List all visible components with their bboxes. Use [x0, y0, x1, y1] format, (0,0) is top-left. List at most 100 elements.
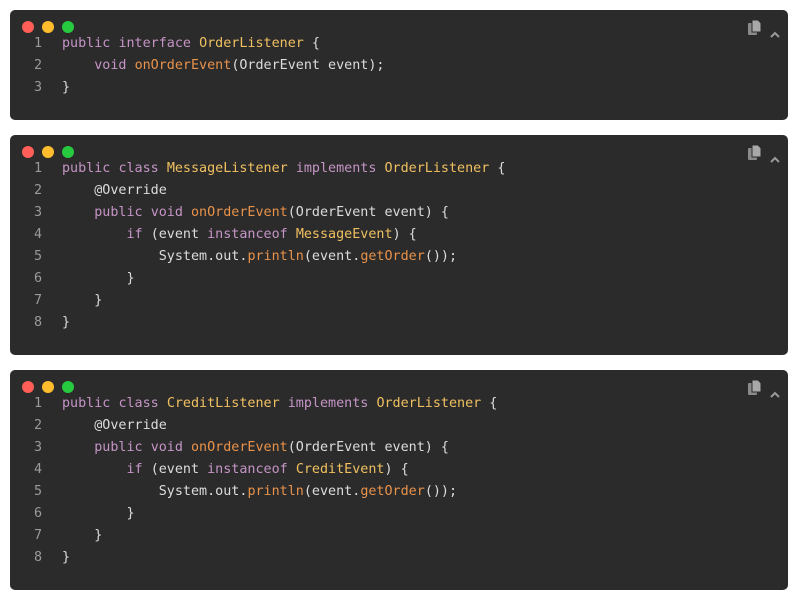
line-number: 1 [33, 396, 42, 411]
line-number: 5 [33, 249, 42, 264]
code-block-order-listener: 1 public interface OrderListener {2 void … [10, 10, 788, 120]
yellow-dot-icon [42, 21, 54, 33]
code-token: } [62, 80, 71, 95]
code-token: println [247, 484, 304, 499]
code-line: 4 if (event instanceof CreditEvent) { [10, 459, 788, 481]
green-dot-icon [62, 381, 74, 393]
code-token: ) { [384, 462, 409, 477]
code-token: getOrder [360, 484, 425, 499]
code-text: public interface OrderListener { [62, 33, 320, 55]
code-text: void onOrderEvent(OrderEvent event); [62, 55, 385, 77]
chevron-up-icon[interactable] [770, 24, 780, 38]
code-line: 2 @Override [10, 180, 788, 202]
code-token: ()); [424, 484, 458, 499]
code-line: 5 System.out.println(event.getOrder()); [10, 481, 788, 503]
line-number: 1 [33, 161, 42, 176]
code-token: instanceof [207, 462, 296, 477]
code-token: } [62, 293, 103, 308]
red-dot-icon [22, 21, 34, 33]
yellow-dot-icon [42, 381, 54, 393]
line-number: 5 [33, 484, 42, 499]
code-token: (OrderEvent event); [231, 58, 385, 73]
code-lines: 1 public interface OrderListener {2 void … [10, 33, 788, 99]
code-token: onOrderEvent [134, 58, 232, 73]
code-token: ()); [424, 249, 458, 264]
code-token: (event. [303, 249, 361, 264]
code-toolbar [748, 379, 780, 398]
code-token: instanceof [207, 227, 296, 242]
code-text: } [62, 503, 134, 525]
code-line: 8} [10, 547, 788, 569]
code-token [62, 227, 127, 242]
code-text: public class MessageListener implements … [62, 158, 505, 180]
code-token: public [94, 205, 151, 220]
code-token: implements [295, 161, 385, 176]
code-token: implements [287, 396, 377, 411]
code-text: public void onOrderEvent(OrderEvent even… [62, 437, 449, 459]
code-token: CreditEvent [295, 462, 385, 477]
code-block-credit-listener: 1 public class CreditListener implements … [10, 370, 788, 590]
code-token: println [247, 249, 304, 264]
code-token: MessageEvent [295, 227, 393, 242]
code-text: } [62, 268, 134, 290]
line-number: 4 [33, 227, 42, 242]
line-number: 4 [33, 462, 42, 477]
code-token: System.out. [62, 249, 248, 264]
code-lines: 1 public class MessageListener implements… [10, 158, 788, 334]
code-token: void [150, 440, 191, 455]
window-dots [22, 381, 74, 393]
code-lines: 1 public class CreditListener implements … [10, 393, 788, 569]
code-text: } [62, 77, 70, 99]
code-token: public [62, 396, 119, 411]
code-text: if (event instanceof MessageEvent) { [62, 224, 417, 246]
code-token: @Override [62, 183, 167, 198]
code-line: 7 } [10, 290, 788, 312]
code-token: OrderListener [384, 161, 490, 176]
code-text: public class CreditListener implements O… [62, 393, 497, 415]
code-line: 3 public void onOrderEvent(OrderEvent ev… [10, 437, 788, 459]
code-text: } [62, 547, 70, 569]
green-dot-icon [62, 21, 74, 33]
code-line: 2 @Override [10, 415, 788, 437]
line-number: 3 [33, 80, 42, 95]
code-line: 6 } [10, 503, 788, 525]
chevron-up-icon[interactable] [770, 384, 780, 398]
code-line: 1 public class MessageListener implements… [10, 158, 788, 180]
code-token: (event [150, 462, 208, 477]
code-token: getOrder [360, 249, 425, 264]
copy-icon[interactable] [748, 379, 762, 396]
code-line: 3 public void onOrderEvent(OrderEvent ev… [10, 202, 788, 224]
code-text: @Override [62, 415, 167, 437]
code-token: OrderListener [376, 396, 482, 411]
code-token: { [489, 161, 506, 176]
line-number: 1 [33, 36, 42, 51]
line-number: 8 [33, 315, 42, 330]
code-token: CreditListener [166, 396, 288, 411]
copy-icon[interactable] [748, 19, 762, 36]
code-text: public void onOrderEvent(OrderEvent even… [62, 202, 449, 224]
window-dots [22, 146, 74, 158]
line-number: 3 [33, 440, 42, 455]
code-token [62, 205, 94, 220]
code-token: MessageListener [166, 161, 296, 176]
code-token: { [303, 36, 320, 51]
line-number: 6 [33, 271, 42, 286]
code-line: 7 } [10, 525, 788, 547]
code-token: public [94, 440, 151, 455]
chevron-up-icon[interactable] [770, 149, 780, 163]
code-token: if [126, 227, 151, 242]
code-token: if [126, 462, 151, 477]
code-line: 2 void onOrderEvent(OrderEvent event); [10, 55, 788, 77]
code-text: } [62, 312, 70, 334]
code-token: OrderListener [199, 36, 304, 51]
line-number: 7 [33, 528, 42, 543]
code-token [62, 462, 127, 477]
code-line: 4 if (event instanceof MessageEvent) { [10, 224, 788, 246]
code-token: void [150, 205, 191, 220]
code-text: @Override [62, 180, 167, 202]
line-number: 2 [33, 418, 42, 433]
copy-icon[interactable] [748, 144, 762, 161]
line-number: 6 [33, 506, 42, 521]
code-line: 5 System.out.println(event.getOrder()); [10, 246, 788, 268]
code-token: onOrderEvent [191, 440, 288, 455]
